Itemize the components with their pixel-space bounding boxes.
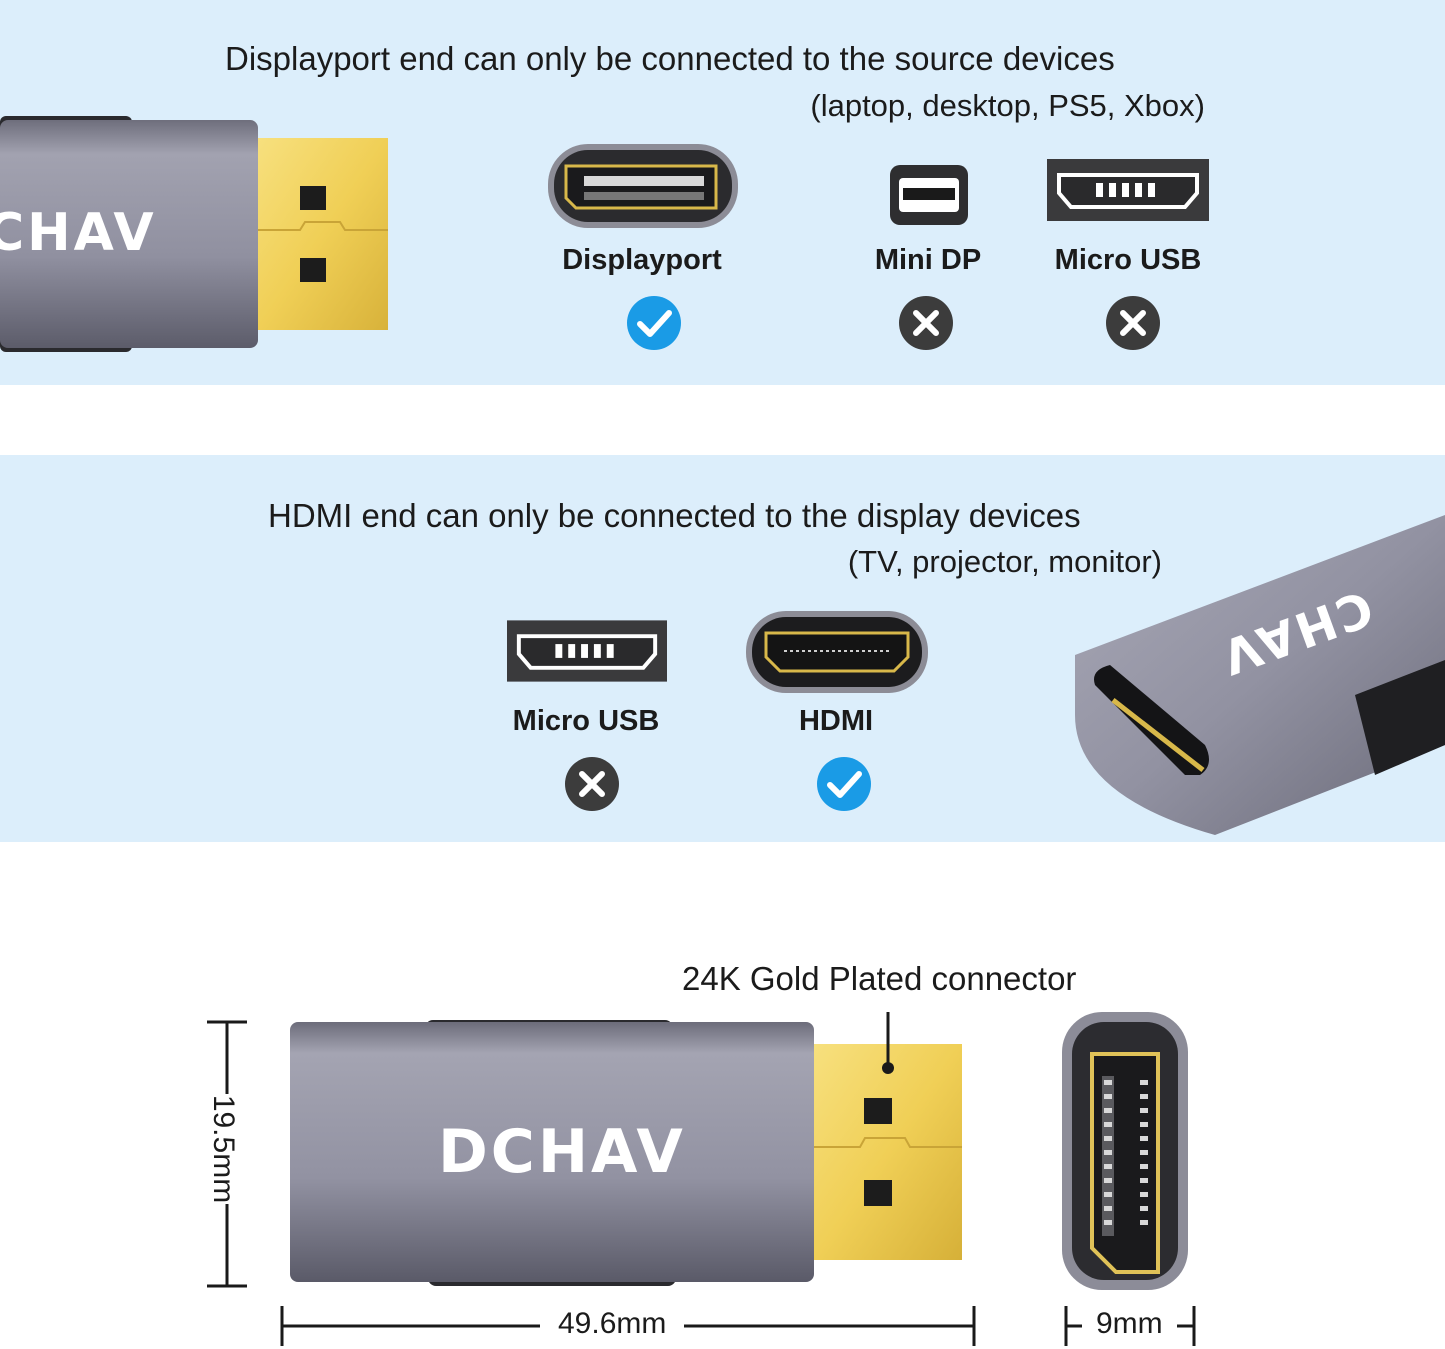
adapter-dp-end-image: CHAV [0, 116, 388, 352]
thickness-label: 9mm [1082, 1307, 1177, 1341]
check-icon [817, 757, 871, 811]
adapter-side-view-image: DCHAV [290, 1012, 962, 1286]
height-label: 19.5mm [206, 1094, 240, 1204]
port-label-micro-usb-dp: Micro USB [1054, 244, 1202, 276]
brand-logo: DCHAV [438, 1117, 686, 1187]
micro-usb-port-icon [1047, 159, 1209, 221]
port-label-hdmi: HDMI [798, 705, 874, 737]
dp-subheading: (laptop, desktop, PS5, Xbox) [810, 88, 1205, 123]
hdmi-subheading: (TV, projector, monitor) [847, 544, 1162, 579]
displayport-port-icon [548, 144, 738, 228]
hdmi-port-icon [746, 611, 928, 693]
cross-icon [899, 296, 953, 350]
check-icon [627, 296, 681, 350]
port-label-displayport: Displayport [562, 244, 722, 276]
cross-icon [1106, 296, 1160, 350]
cross-icon [565, 757, 619, 811]
dimensions-section: 24K Gold Plated connector DCHAV 19.5mm [0, 842, 1445, 1349]
adapter-end-view-image [1062, 1012, 1188, 1290]
port-label-mini-dp: Mini DP [874, 244, 982, 276]
hdmi-panel: HDMI end can only be connected to the di… [0, 455, 1445, 842]
length-label: 49.6mm [540, 1307, 685, 1341]
brand-logo: CHAV [0, 203, 157, 263]
gold-connector-callout: 24K Gold Plated connector [682, 960, 1077, 997]
dp-heading: Displayport end can only be connected to… [225, 40, 1115, 77]
displayport-panel: CHAV Displayport end can only be connect… [0, 0, 1445, 385]
micro-usb-port-icon [507, 620, 667, 682]
port-label-micro-usb-hdmi: Micro USB [512, 705, 660, 737]
adapter-hdmi-end-image: CHAV [1075, 515, 1445, 835]
mini-dp-port-icon [890, 165, 968, 225]
hdmi-heading: HDMI end can only be connected to the di… [268, 497, 1081, 534]
